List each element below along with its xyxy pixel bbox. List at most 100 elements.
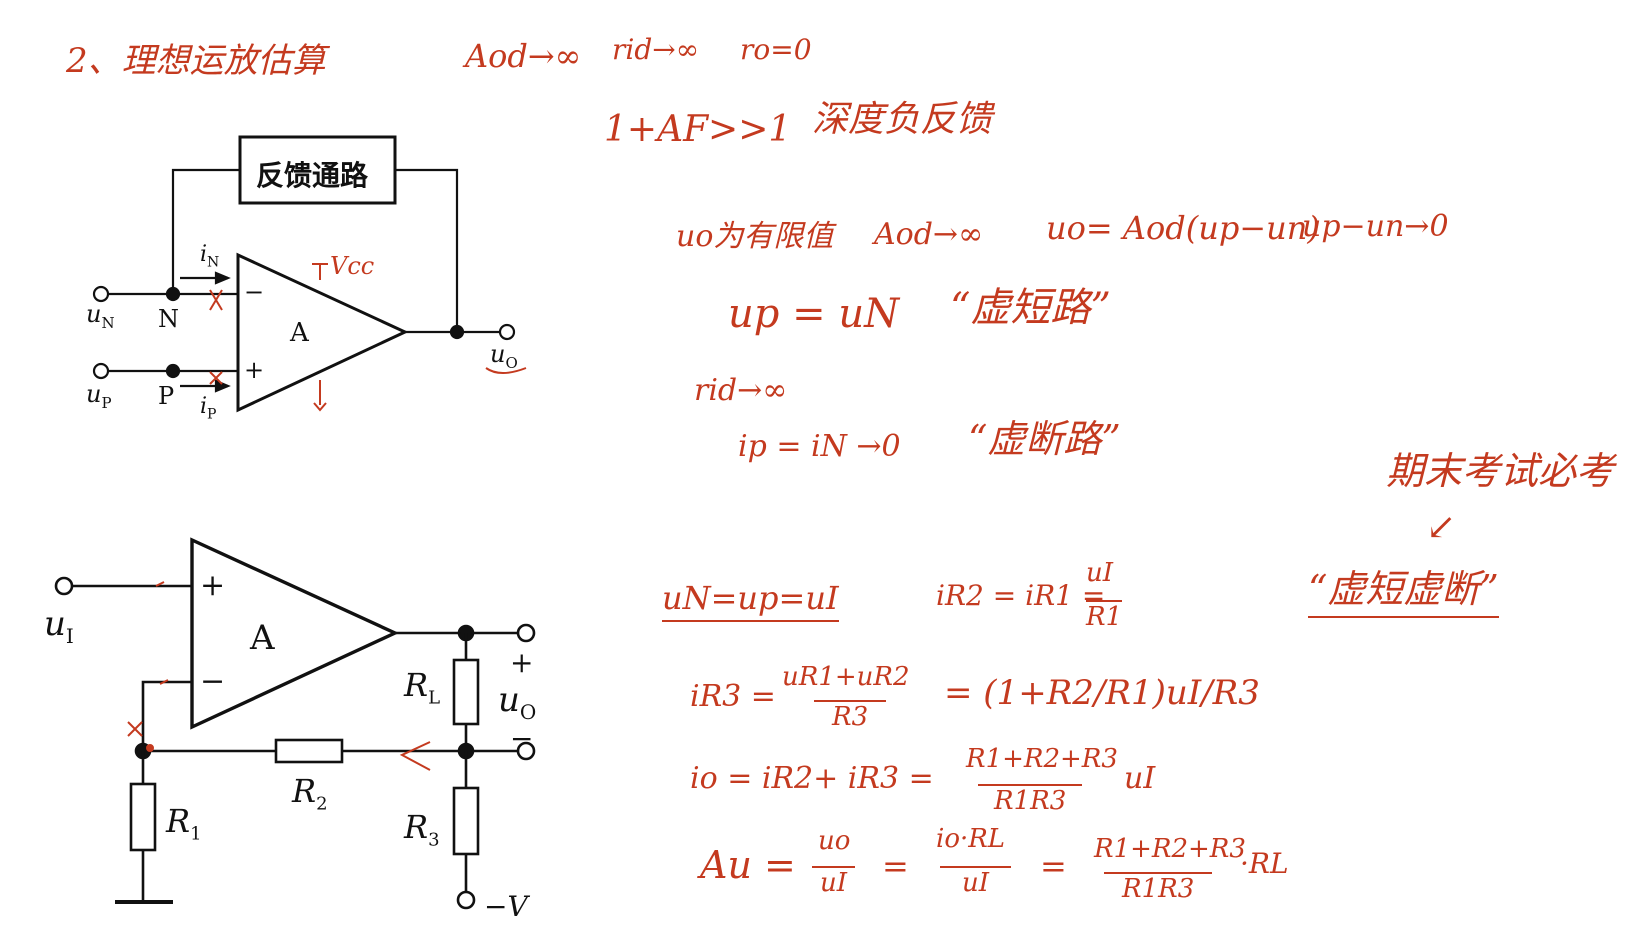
eq3-num: uR1+uR2 [782,662,910,692]
pen-tick-plus [155,581,165,587]
uo-2-label: uO [498,680,536,724]
in-sub: N [207,254,220,271]
r2-letter: R [292,772,317,810]
cross-n [209,289,223,311]
uo-1-sub: O [505,353,518,372]
terminal-supply [456,890,476,910]
r3-label: R3 [404,808,440,850]
virtual-short-eq: up = uN [728,291,900,337]
vcc-stub [312,263,328,280]
eq2-left: iR2 = iR1 = [936,579,1106,612]
eq1: uN=up=uI [662,582,839,622]
r1-sub: 1 [190,823,202,845]
eq5-eq2: = [882,847,909,885]
pen-marks-circuit-1 [209,263,527,412]
circuit-feedback [92,135,516,413]
ip-sub: P [207,406,217,423]
virtual-both: “虚短虚断” [1308,570,1499,618]
opamp-1-label: A [290,318,309,348]
vcc-label: Vcc [330,252,375,280]
current-arrow-io [399,741,431,771]
resistor-r2 [274,738,344,764]
eq2-den: R1 [1086,600,1123,632]
terminal-up [92,362,110,380]
out-plus: + [510,646,534,679]
r2-label: R2 [292,772,328,814]
eq4-num: R1+R2+R3 [966,744,1118,774]
in-label: iN [200,242,219,270]
ip-label: iP [200,394,216,422]
rl-label: RL [404,666,440,708]
uo-1-label: uO [490,340,518,372]
opamp-2-plus: + [200,568,226,603]
uo-2-sub: O [519,699,537,724]
opamp-2-label: A [250,618,275,658]
un-letter: u [86,300,102,328]
ip-letter: i [200,394,208,419]
eq5-tail: ·RL [1240,847,1289,880]
eq3-den: R3 [814,700,887,730]
up-letter: u [86,380,102,408]
ui-sub: I [65,623,74,648]
aod-inf: Aod→∞ [874,217,984,252]
exam-note: 期末考试必考 [1386,449,1615,493]
opamp-1-minus: − [244,278,265,306]
uo-2-letter: u [498,680,520,720]
eq5-left: Au = [700,843,796,887]
cond-aod: Aod→∞ [465,37,582,75]
r3-sub: 3 [428,829,440,851]
feedback-wire-left [171,168,240,294]
resistor-r1 [129,782,157,852]
ui-label: uI [44,604,74,648]
eq5-f1-den: uI [812,866,856,896]
r3-letter: R [404,808,429,846]
rid-inf: rid→∞ [694,373,788,408]
up-label: uP [86,380,112,412]
feedback-wire-right [395,168,459,332]
eq3-left: iR3 = [690,679,776,714]
eq4-den: R1R3 [978,784,1083,814]
eq4-left: io = iR2+ iR3 = [690,761,934,796]
node-p-label: P [158,382,175,410]
opamp-1-plus: + [244,356,265,384]
eq5-f2-den: uI [940,866,1012,896]
virtual-short: “虚短路” [950,285,1111,331]
ip-eq: ip = iN →0 [738,429,901,464]
resistor-rl [452,658,480,726]
eq5-f2-num: io·RL [936,824,1006,854]
pen-tick-minus [159,679,169,685]
out-minus: − [510,722,534,755]
eq5-f3-den: R1R3 [1104,872,1213,902]
eq5-f3-num: R1+R2+R3 [1094,834,1246,864]
vee-stub [313,380,327,412]
r1-label: R1 [166,802,202,844]
cond-rid: rid→∞ [612,33,700,66]
pen-dot-node [146,744,154,752]
eq5-eq3: = [1040,847,1067,885]
in-letter: i [200,242,208,267]
deep-fb-text: 深度负反馈 [812,99,993,140]
arrow-in-head [214,271,231,285]
circuit-noninverting [54,537,536,910]
cross-inv [127,721,143,737]
terminal-uo-1 [498,323,516,341]
rl-letter: R [404,666,429,704]
ui-letter: u [44,604,66,644]
uo-underline [485,367,527,374]
terminal-un [92,285,110,303]
uo-finite: uo为有限值 [676,219,834,254]
un-sub: N [101,313,115,332]
cond-ro: ro=0 [740,33,812,66]
output-dot-1 [449,324,465,340]
cross-p [209,371,223,385]
opamp-1-body [236,252,409,413]
uo-1-letter: u [490,340,506,368]
node-n-dot [165,286,181,302]
up-sub: P [101,393,112,412]
eq2-num: uI [1086,558,1114,588]
inv-input-wire [141,680,192,751]
exam-arrow: ↙ [1426,507,1457,548]
arrow-ip-head [214,379,231,393]
eq3-right: = (1+R2/R1)uI/R3 [944,673,1260,713]
